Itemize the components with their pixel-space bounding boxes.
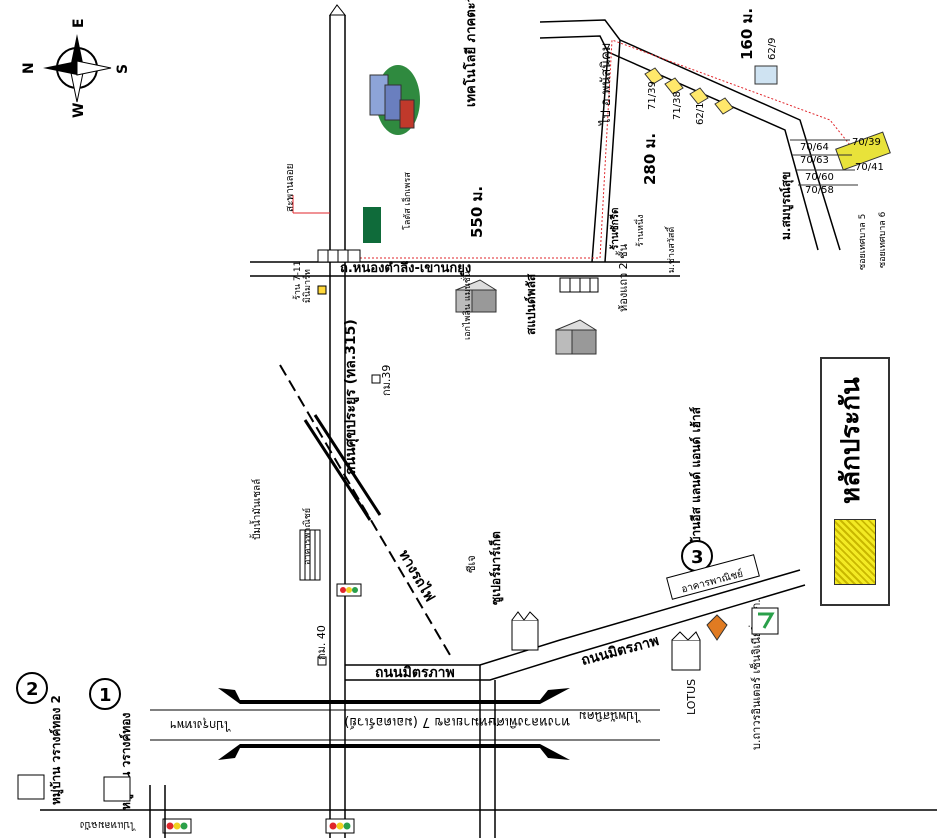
km-marker-icon <box>371 374 381 384</box>
distance-550: 550 ม. <box>468 186 486 238</box>
company-label: บ.ถาวรอินเตอร์ เซ็นจิเนียริ่ง จก. <box>748 599 763 750</box>
legend-swatch-icon <box>834 519 876 585</box>
compass-w: W <box>71 103 87 118</box>
lot-71-39: 71/39 <box>647 81 658 110</box>
marker-2: 2 <box>16 672 48 704</box>
motorway-label: ทางหลวงพิเศษหมายเลข 7 (มอเตอร์เวย์) <box>344 714 570 730</box>
compass-e: E <box>71 18 87 28</box>
svg-text:3: 3 <box>691 547 704 568</box>
compass-rose-icon: E W N S <box>21 18 131 118</box>
km40-label: กม. 40 <box>315 625 328 660</box>
sep-label: ร้านหนึ่ง <box>633 214 646 247</box>
soi-road <box>539 19 841 263</box>
to-phanat-bottom-label: ไปพนัสนิคม <box>579 709 641 723</box>
lot-70-63: 70/63 <box>800 155 829 166</box>
lot-70-58: 70/58 <box>805 185 834 196</box>
soi6-label: ซอยเทศบาล 6 <box>878 211 888 268</box>
marker-1: 1 <box>89 678 121 710</box>
techno-label: เทคโนโลยี ภาคตะวันออก (อี เทค) <box>462 0 479 107</box>
minimart-label: มินิมาร์ท <box>301 269 313 303</box>
shophouse-label: ห้องแถว 2 ชั้น <box>615 243 630 312</box>
lot-62-9: 62/9 <box>767 38 778 60</box>
distance-160: 160 ม. <box>738 8 756 60</box>
techno-building-icon <box>369 65 420 135</box>
distance-280: 280 ม. <box>641 133 659 185</box>
lot-71-38: 71/38 <box>672 91 683 120</box>
railway-label: ทางรถไฟ <box>395 546 439 604</box>
svg-text:2: 2 <box>26 679 39 700</box>
route-line <box>340 39 851 259</box>
cj-label: ซีเจ <box>465 555 478 573</box>
lot-70-41: 70/41 <box>855 162 884 173</box>
arrow-up-icon <box>329 4 347 16</box>
marker-3: 3 <box>681 540 713 572</box>
road-label-sukprayoon: ถนนศุขประยูร (ทล.315) <box>343 319 359 475</box>
traffic-light-icon <box>336 583 362 597</box>
village2-label: หมู่บ้าน วรางค์ทอง 2 <box>49 695 64 805</box>
lotus-bottom-label: LOTUS <box>685 679 698 715</box>
housing-lots <box>644 65 891 186</box>
legend-label: หลักประกัน <box>836 377 866 505</box>
lotus-top-sub: โลตัส เอ็กเพรส <box>400 172 413 230</box>
svg-text:1: 1 <box>99 685 112 706</box>
village1-logo-icon <box>103 776 131 802</box>
compass-s: S <box>115 64 131 74</box>
sanplus-label: สแปนด์พลัส <box>524 273 538 335</box>
motorway <box>150 688 660 760</box>
to-bangkok-label: ไปกรุงเทพฯ <box>170 717 231 732</box>
lot-70-64: 70/64 <box>800 142 829 153</box>
gas-label: ปั้มน้ำมันเชลล์ <box>249 479 263 540</box>
km39-label: กม.39 <box>380 365 393 396</box>
soi5-label: ซอยเทศบาล 5 <box>858 214 868 270</box>
village3-label: หมู่บ้านอีส แลนด์ แอนด์ เฮ้าส์ <box>689 406 704 560</box>
laundry-label: ร้านซักรีด <box>609 207 621 250</box>
supermarket-building-icon <box>511 611 539 651</box>
commercial-building-left <box>299 529 321 581</box>
lotus-top-logo <box>363 207 381 243</box>
compass-n: N <box>21 62 37 74</box>
company-logo-icon <box>706 614 728 641</box>
lot-70-60: 70/60 <box>805 172 834 183</box>
commercial-left-label: อาคารพาณิชย์ <box>301 508 313 565</box>
supermarket-label: ซูเปอร์มาร์เก็ต <box>488 531 504 605</box>
lot-62-1: 62/1 <box>695 103 706 125</box>
lot-70-39: 70/39 <box>852 137 881 148</box>
village2-logo-icon <box>17 774 45 800</box>
housing-label: ม.สมบูรณ์สุข <box>779 172 794 240</box>
bottom-left-road-label: ไปแหลมฉบัง <box>80 819 136 831</box>
shop-building-right <box>666 554 760 600</box>
mittraphap-road <box>345 569 806 838</box>
traffic-light-icon <box>162 818 192 834</box>
mittraphap-label-1: ถนนมิตรภาพ <box>375 665 455 681</box>
bridge-label: สะพานลอย <box>285 163 296 212</box>
shophouse-icon <box>559 277 599 293</box>
apartment-label: เอกไพลิน แมนชั่น <box>460 271 473 340</box>
legend-box: หลักประกัน <box>820 357 890 606</box>
traffic-light-icon <box>325 818 355 834</box>
seven-label: ร้าน 7-11 <box>292 261 303 300</box>
sanplus-building-icon <box>554 319 598 355</box>
lotus-bottom-building-icon <box>671 631 701 671</box>
apartment-building-icon <box>454 279 498 313</box>
road-label-to-phanat: ไป อ.พนัสนิคม <box>598 43 614 126</box>
road-label-nong-tamlueng: ถ.หนองตำลึง-เขานกยูง <box>340 260 471 276</box>
soon-label: ม.ช่างสวัสดิ์ <box>664 225 677 273</box>
footbridge <box>317 249 361 263</box>
mittraphap-label-2: ถนนมิตรภาพ <box>580 633 661 669</box>
seven-eleven-logo-icon <box>751 607 779 635</box>
